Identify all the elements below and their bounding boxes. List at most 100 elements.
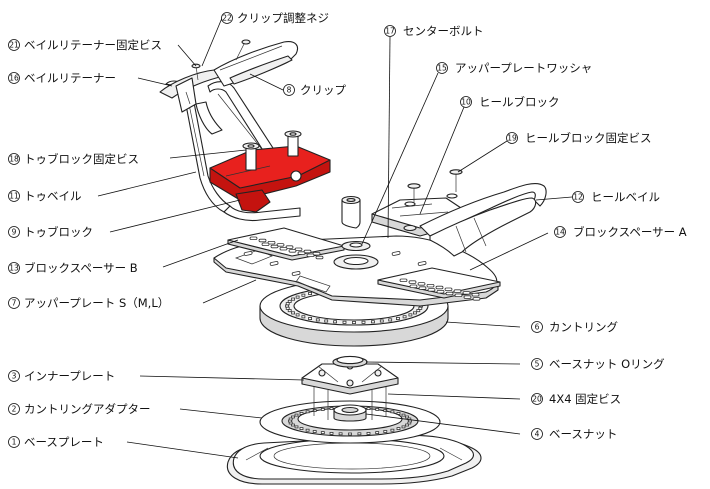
callout-11-number: 11 [9,192,19,201]
callout-22-label: クリップ調整ネジ [237,11,329,25]
callout-18-number: 18 [9,155,19,164]
slot [454,293,463,297]
callout-8-label: クリップ [300,83,346,97]
callout-11: 11 トゥベイル [8,171,197,203]
slot [315,255,324,260]
callout-20: 20 4X4 固定ビス [387,392,621,406]
tooth [312,409,317,412]
callout-16-label: ベイルリテーナー [24,71,116,85]
tooth [301,293,306,297]
callout-22: 22 クリップ調整ネジ [201,11,329,67]
slot [417,282,426,286]
tooth [405,423,410,427]
callout-18: 18 トゥブロック固定ビス [8,149,247,166]
tooth [401,413,406,417]
tooth [401,425,406,429]
slot [462,291,471,295]
tooth [396,427,401,431]
callout-9: 9 トゥブロック [8,199,241,239]
callout-3-number: 3 [12,372,17,381]
slot [463,295,472,299]
tooth [294,425,299,429]
callout-6: 6 カントリング [445,320,618,334]
callout-13-label: ブロックスペーサー B [24,261,138,275]
slot [453,289,462,293]
slot [409,284,418,288]
tooth [329,407,334,411]
callout-14-label: ブロックスペーサー A [573,225,687,239]
tooth [291,311,296,315]
heel-bail [419,183,547,257]
tooth [315,318,320,322]
tooth [342,320,347,324]
tooth [395,316,400,320]
callout-7-label: アッパープレート S（M,L） [24,296,169,310]
spacer-b-slots [249,236,324,260]
tooth [290,415,295,419]
callout-13: 13 ブロックスペーサー B [8,239,239,275]
callout-13-number: 13 [9,264,19,273]
callout-21: 21 ベイルリテーナー固定ビス [8,38,197,67]
tooth [412,311,417,315]
slot [279,246,288,251]
tooth [299,427,304,431]
tooth [375,407,380,411]
base-plate [226,434,482,485]
callout-5-label: ベースナット Oリング [549,357,665,371]
tooth [361,320,366,324]
slot [249,236,258,240]
slot [427,288,436,292]
toe-block [209,145,331,213]
tooth [352,320,356,324]
block-spacer-a [377,267,501,301]
slot [445,291,454,296]
callout-3: 3 インナープレート [8,369,305,383]
inner-plate [301,362,399,420]
callout-8: 8 クリップ [249,73,346,97]
tooth [407,421,412,425]
slot [261,242,270,246]
tooth [348,432,352,436]
tooth [305,428,310,432]
tooth [416,309,421,313]
tooth [305,410,310,414]
tooth [285,304,289,308]
tooth [396,411,401,415]
slot [426,283,435,288]
tooth [329,431,334,435]
callout-17: 17 センターボルト [384,24,484,239]
tooth [383,409,388,412]
callout-1-number: 1 [12,438,17,447]
slot [270,244,279,249]
parts-illustration [159,39,547,485]
slot [258,238,267,243]
callout-5: 5 ベースナット Oリング [365,357,665,371]
slot [408,280,417,284]
callout-11-label: トゥベイル [24,189,82,203]
callout-12: 12 ヒールベイル [535,190,660,204]
callout-14-number: 14 [555,228,565,237]
block-spacer-b [227,227,345,261]
tooth [388,318,393,322]
tooth [308,291,313,295]
clip-adjust-screw [235,39,251,61]
tooth [357,432,362,436]
callout-19-label: ヒールブロック固定ビス [525,131,652,145]
callout-16: 16 ベイルリテーナー [8,71,173,87]
slot [399,278,408,282]
callout-4: 4 ベースナット [365,413,617,441]
tooth [324,319,329,323]
callout-5-number: 5 [535,360,540,369]
callout-18-label: トゥブロック固定ビス [24,152,139,166]
tooth [287,309,292,313]
callout-6-label: カントリング [549,320,618,334]
tooth [295,295,300,299]
slot [418,286,427,290]
callout-9-label: トゥブロック [24,225,93,239]
tooth [312,430,317,433]
tooth [287,299,292,303]
tooth [390,428,395,432]
tooth [370,320,375,324]
tooth [285,302,290,306]
